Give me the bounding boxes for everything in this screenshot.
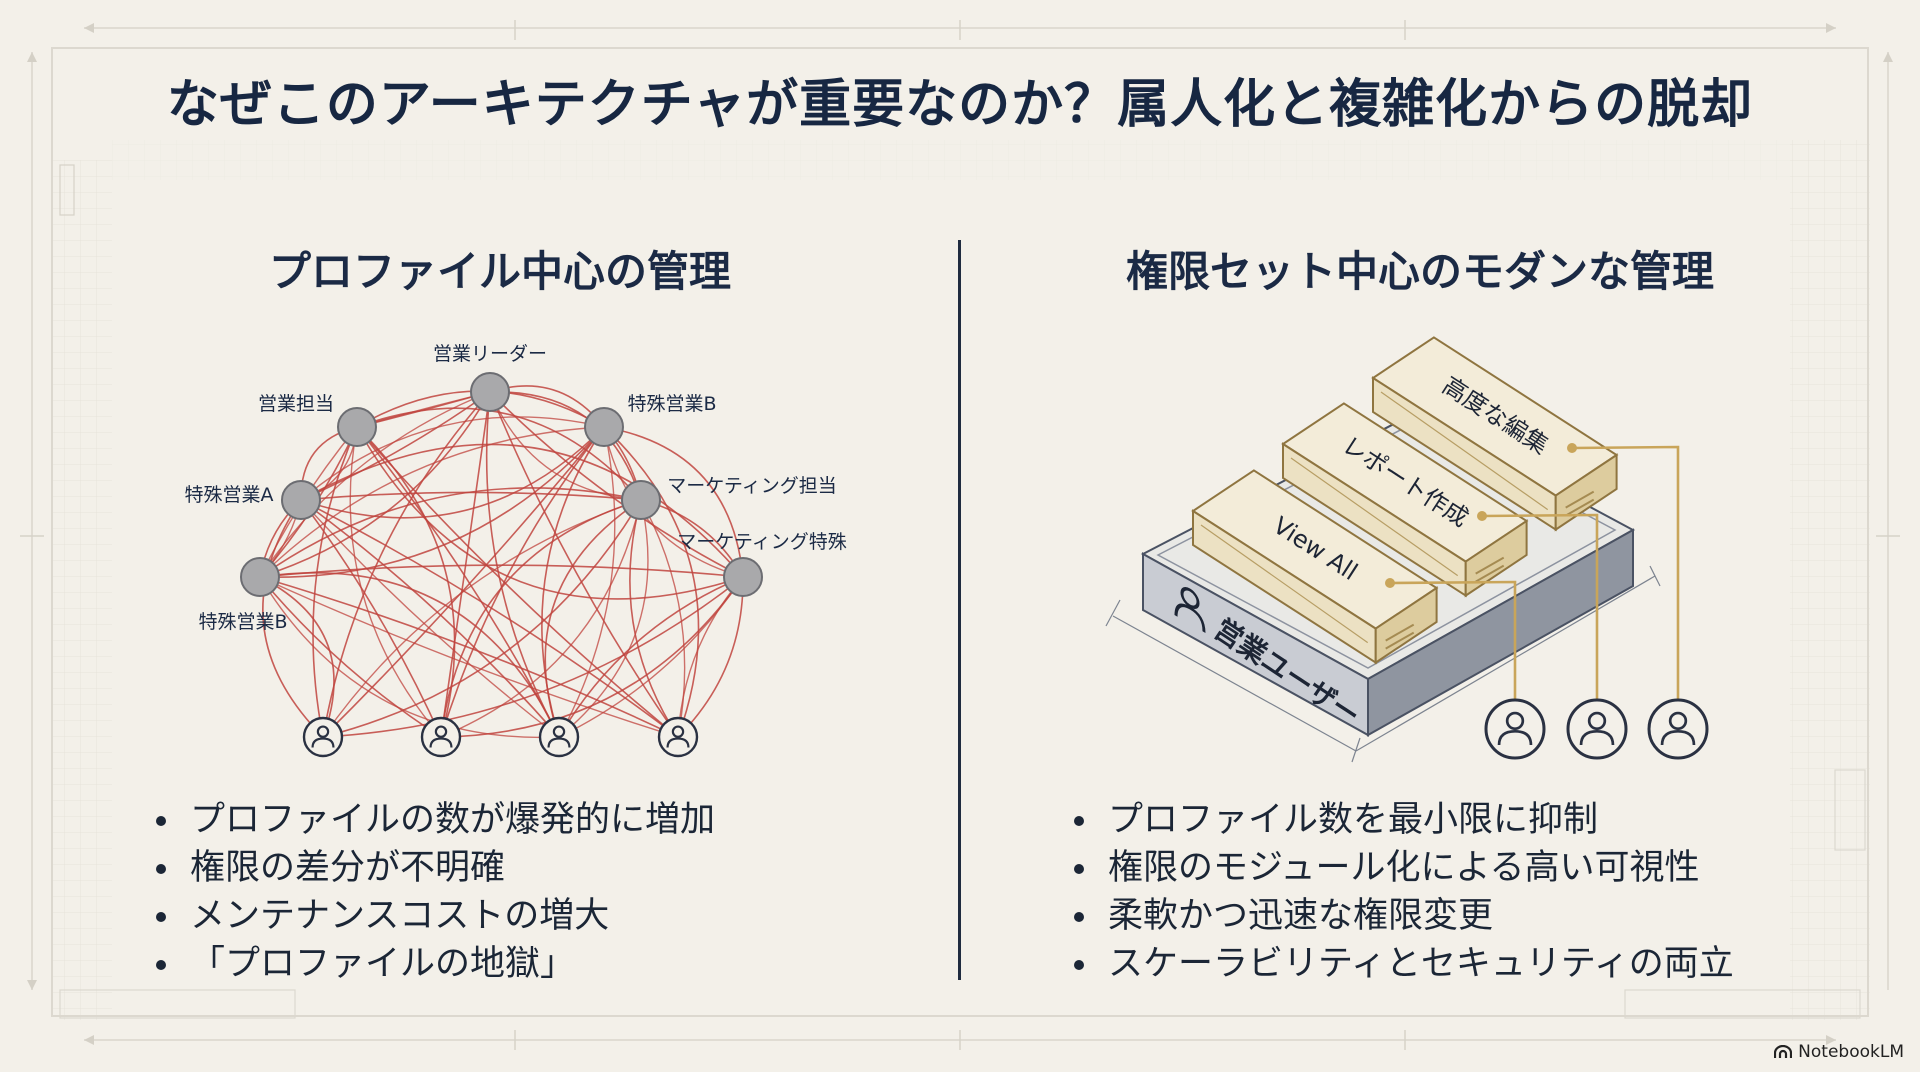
user-icon-right-0 <box>1484 698 1546 760</box>
network-edge-26 <box>300 416 605 501</box>
left-bullet-item: 「プロファイルの地獄」 <box>154 940 715 988</box>
right-panel-heading: 権限セット中心のモダンな管理 <box>1125 247 1714 296</box>
profile-network-diagram: 営業リーダー 営業担当 特殊営業B 特殊営業A マーケティング担当 マーケティン… <box>185 343 847 758</box>
network-labels: 営業リーダー 営業担当 特殊営業B 特殊営業A マーケティング担当 マーケティン… <box>185 343 847 633</box>
profile-label-sales-leader: 営業リーダー <box>433 343 547 365</box>
profile-node-4 <box>621 480 661 520</box>
profile-node-2 <box>584 407 624 447</box>
network-edge-60 <box>558 576 744 738</box>
network-nodes <box>240 372 763 597</box>
connector-line-2 <box>1571 445 1680 699</box>
network-edge-54 <box>629 499 679 738</box>
profile-node-0 <box>470 372 510 412</box>
profile-node-5 <box>723 557 763 597</box>
network-edge-51 <box>440 499 642 738</box>
network-edge-36 <box>603 426 700 738</box>
network-edge-10 <box>440 391 491 738</box>
network-edge-22 <box>349 426 442 738</box>
network-edge-16 <box>356 407 642 501</box>
user-icon-left-1 <box>420 716 462 758</box>
slide-title: なぜこのアーキテクチャが重要なのか？属人化と複雑化からの脱却 <box>166 75 1754 135</box>
brand-label: NotebookLM <box>1798 1042 1904 1062</box>
profile-label-special-sales-a: 特殊営業A <box>185 484 274 506</box>
network-edge-20 <box>312 426 358 738</box>
profile-node-1 <box>337 407 377 447</box>
user-icon-base <box>1174 587 1206 633</box>
user-icon-left-3 <box>657 716 699 758</box>
network-edge-25 <box>300 426 605 519</box>
permission-set-card-0: View All <box>1191 469 1439 665</box>
connector-line-0 <box>1389 580 1517 699</box>
left-bullet-item: メンテナンスコストの増大 <box>154 892 715 940</box>
right-bullet-list: プロファイル数を最小限に抑制 権限のモジュール化による高い可視性 柔軟かつ迅速な… <box>1072 796 1734 988</box>
notebooklm-logo-icon <box>1774 1045 1793 1058</box>
user-icon-left-2 <box>538 716 580 758</box>
network-edge-65 <box>259 572 560 738</box>
network-edge-5 <box>489 391 642 501</box>
network-edge-38 <box>300 443 744 578</box>
network-edge-68 <box>259 576 679 738</box>
profile-label-special-sales-b-top: 特殊営業B <box>627 393 716 415</box>
network-edge-31 <box>259 426 605 578</box>
network-edge-43 <box>300 499 560 738</box>
left-panel-heading: プロファイル中心の管理 <box>268 247 731 296</box>
network-edge-61 <box>677 576 744 738</box>
connector-line-1 <box>1481 513 1599 699</box>
panel-divider <box>958 240 961 980</box>
network-edge-30 <box>259 426 605 578</box>
network-edge-41 <box>262 499 324 738</box>
network-edge-59 <box>558 576 744 738</box>
network-edge-29 <box>603 426 744 578</box>
right-bullet-item: スケーラビリティとセキュリティの両立 <box>1072 940 1734 988</box>
profile-node-3 <box>281 480 321 520</box>
network-edge-17 <box>356 426 744 600</box>
network-users <box>302 716 699 758</box>
network-edge-66 <box>259 576 560 739</box>
user-icon-right-2 <box>1647 698 1709 760</box>
network-edges <box>259 385 744 739</box>
network-edge-55 <box>640 499 686 738</box>
network-edge-7 <box>259 391 491 578</box>
profile-node-6 <box>240 557 280 597</box>
network-edge-33 <box>440 426 605 738</box>
profile-label-sales-rep: 営業担当 <box>258 393 334 415</box>
left-bullet-item: プロファイルの数が爆発的に増加 <box>154 796 715 844</box>
left-bullet-item: 権限の差分が不明確 <box>154 844 715 892</box>
user-icon-right-1 <box>1566 698 1628 760</box>
network-edge-32 <box>322 426 605 738</box>
right-bullet-item: プロファイル数を最小限に抑制 <box>1072 796 1734 844</box>
network-edge-63 <box>259 576 335 738</box>
user-icon-left-0 <box>302 716 344 758</box>
network-edge-62 <box>677 576 744 738</box>
network-edge-52 <box>544 499 642 738</box>
network-edge-48 <box>322 499 642 738</box>
network-edge-50 <box>440 499 642 738</box>
profile-label-special-sales-b-bottom: 特殊営業B <box>198 611 287 633</box>
permission-users <box>1484 698 1709 760</box>
permission-connectors <box>1385 443 1680 699</box>
network-edge-47 <box>259 487 642 578</box>
left-bullet-list: プロファイルの数が爆発的に増加 権限の差分が不明確 メンテナンスコストの増大 「… <box>154 796 715 988</box>
network-edge-58 <box>440 576 744 738</box>
profile-label-marketing-rep: マーケティング担当 <box>667 475 836 497</box>
network-edge-45 <box>300 499 679 738</box>
network-edge-64 <box>259 576 442 738</box>
brand-watermark: NotebookLM <box>1774 1042 1904 1062</box>
network-edge-57 <box>322 576 744 738</box>
network-edge-12 <box>489 391 679 738</box>
network-edge-28 <box>603 426 744 578</box>
right-bullet-item: 柔軟かつ迅速な権限変更 <box>1072 892 1734 940</box>
profile-label-marketing-special: マーケティング特殊 <box>677 531 846 553</box>
right-bullet-item: 権限のモジュール化による高い可視性 <box>1072 844 1734 892</box>
network-edge-67 <box>259 576 679 738</box>
network-edge-56 <box>259 564 744 578</box>
network-edge-24 <box>356 426 679 738</box>
network-edge-53 <box>558 499 649 738</box>
